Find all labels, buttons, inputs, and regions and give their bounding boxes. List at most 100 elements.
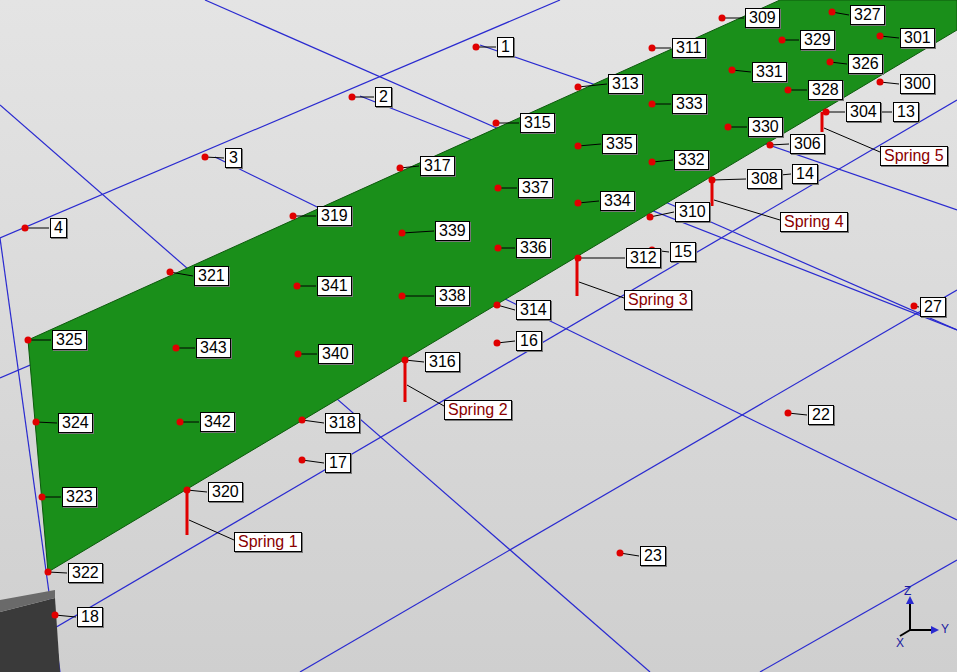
callout-number: 314 <box>516 300 551 320</box>
node-dot <box>299 457 306 464</box>
node-dot <box>25 337 32 344</box>
callout-number: 15 <box>670 242 696 262</box>
callout-number: 23 <box>640 546 666 566</box>
leader-line <box>25 228 49 229</box>
callout-number: 321 <box>194 266 229 286</box>
node-dot <box>785 410 792 417</box>
leader-line <box>712 179 746 180</box>
callout-number: 334 <box>600 191 635 211</box>
node-dot <box>647 214 654 221</box>
node-dot <box>729 67 736 74</box>
node-dot <box>184 487 191 494</box>
node-dot <box>649 159 656 166</box>
node-dot <box>349 94 356 101</box>
callout-number: 2 <box>375 87 392 107</box>
node-dot <box>877 33 884 40</box>
callout-number: 341 <box>317 276 352 296</box>
spring-label: Spring 3 <box>624 290 692 310</box>
callout-number: 27 <box>920 297 946 317</box>
node-dot <box>649 45 656 52</box>
callout-number: 325 <box>52 330 87 350</box>
node-dot <box>829 9 836 16</box>
callout-number: 342 <box>200 412 235 432</box>
callout-number: 310 <box>675 202 710 222</box>
node-dot <box>473 44 480 51</box>
callout-number: 311 <box>672 38 706 58</box>
callout-number: 322 <box>68 563 103 583</box>
callout-number: 306 <box>790 134 825 154</box>
callout-number: 336 <box>516 238 551 258</box>
node-dot <box>399 230 406 237</box>
callout-number: 337 <box>518 178 553 198</box>
callout-number: 22 <box>808 405 834 425</box>
callout-number: 318 <box>325 413 360 433</box>
node-dot <box>494 340 501 347</box>
node-dot <box>290 213 297 220</box>
callout-number: 316 <box>425 352 460 372</box>
node-dot <box>767 142 774 149</box>
node-dot <box>39 494 46 501</box>
leader-line <box>170 272 193 276</box>
node-dot <box>402 357 409 364</box>
node-dot <box>494 302 501 309</box>
callout-number: 317 <box>420 156 455 176</box>
callout-number: 14 <box>792 164 818 184</box>
node-dot <box>295 351 302 358</box>
spring-label: Spring 1 <box>234 532 302 552</box>
callout-number: 324 <box>58 413 93 433</box>
callout-number: 17 <box>325 453 351 473</box>
axis-letter: Y <box>941 622 949 636</box>
node-dot <box>617 550 624 557</box>
node-dot <box>202 154 209 161</box>
callout-number: 326 <box>848 54 883 74</box>
spring-label: Spring 2 <box>444 400 512 420</box>
callout-number: 309 <box>745 8 780 28</box>
leader-line <box>578 258 625 259</box>
callout-number: 335 <box>602 134 637 154</box>
callout-number: 4 <box>50 218 67 238</box>
axis-letter: Z <box>904 584 911 598</box>
node-dot <box>575 143 582 150</box>
node-dot <box>779 37 786 44</box>
node-dot <box>177 419 184 426</box>
callout-number: 3 <box>225 148 242 168</box>
callout-number: 313 <box>608 74 643 94</box>
callout-number: 327 <box>850 5 885 25</box>
node-dot <box>493 120 500 127</box>
callout-number: 320 <box>208 482 243 502</box>
callout-number: 1 <box>497 37 514 57</box>
node-dot <box>649 101 656 108</box>
callout-number: 328 <box>808 80 843 100</box>
leader-line <box>578 84 607 87</box>
node-dot <box>719 15 726 22</box>
callout-number: 301 <box>900 28 935 48</box>
node-dot <box>877 79 884 86</box>
node-dot <box>173 345 180 352</box>
node-dot <box>495 185 502 192</box>
node-dot <box>827 59 834 66</box>
node-dot <box>575 200 582 207</box>
node-dot <box>725 124 732 131</box>
node-dot <box>33 419 40 426</box>
node-dot <box>294 283 301 290</box>
callout-number: 300 <box>900 74 935 94</box>
callout-number: 338 <box>435 286 470 306</box>
leader-line <box>650 212 674 217</box>
callout-number: 340 <box>318 344 353 364</box>
node-dot <box>785 87 792 94</box>
node-dot <box>823 109 830 116</box>
callout-number: 304 <box>846 102 881 122</box>
node-dot <box>575 255 582 262</box>
node-dot <box>22 225 29 232</box>
node-dot <box>575 84 582 91</box>
leader-line <box>402 231 434 233</box>
callout-number: 333 <box>672 94 707 114</box>
leader-line <box>402 296 434 297</box>
node-dot <box>299 417 306 424</box>
callout-number: 315 <box>520 113 555 133</box>
node-dot <box>495 245 502 252</box>
node-dot <box>911 303 918 310</box>
